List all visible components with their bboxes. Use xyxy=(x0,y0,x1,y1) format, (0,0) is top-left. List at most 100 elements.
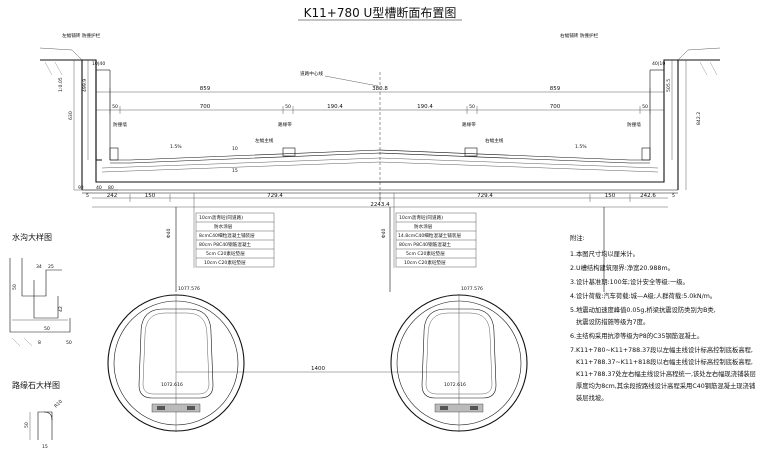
road-center-leader xyxy=(324,75,379,87)
notes-block: 附注: 1.本图尺寸均以厘米计。 2.U槽结构建筑限界:净宽20.988m。 3… xyxy=(570,233,756,402)
dim-150-right: 150 xyxy=(605,193,616,199)
left-curb-label: 路缘带 xyxy=(278,121,292,128)
elev-bottom-right: 1072.616 xyxy=(444,382,466,388)
dim-630: 630 xyxy=(68,111,74,120)
pave-left-2: 8cmC40细粒混凝土铺装层 xyxy=(199,232,255,239)
vertical-dims-right: 505.5 842.2 xyxy=(666,60,702,190)
pile-left-label: Φ40 xyxy=(166,228,172,238)
pave-left-4: 5cm C20素砼垫层 xyxy=(206,250,245,257)
tunnel-left xyxy=(107,294,245,432)
dim-total: 2243.4 xyxy=(370,202,390,208)
drain-dim-42: 42 xyxy=(58,306,64,312)
pavement-table-right: 10cm沥青砼(同道路) 防水涂层 14.8cmC40细粒混凝土铺装层 80cm… xyxy=(393,193,477,268)
note-4: 4.设计荷载:汽车荷载:城—A级;人群荷载:5.0kN/m。 xyxy=(570,291,716,300)
drain-dim-34: 34 xyxy=(36,264,42,270)
dim-859-left: 859 xyxy=(200,86,211,92)
note-7: 7.K11+780~K11+788.37段以左幅主线设计标高控制底板高程, xyxy=(570,345,753,354)
dim-top-right: 40|10 xyxy=(652,61,665,67)
tunnel-gap-label: 1400 xyxy=(311,366,325,372)
dim-top-left: 10|40 xyxy=(92,61,105,67)
elev-top-left: 1077.576 xyxy=(178,286,200,292)
elev-top-right: 1077.576 xyxy=(461,286,483,292)
left-barrier-label: 防撞墙 xyxy=(113,121,127,128)
dim-242-6: 242.6 xyxy=(640,193,656,199)
pave-right-1: 防水涂层 xyxy=(414,223,433,230)
pave-right-4: 5cm C20素砼垫层 xyxy=(406,250,445,257)
dim-15: 15 xyxy=(232,168,238,174)
left-mainline-label: 左幅主线 xyxy=(255,137,274,144)
pave-left-5: 10cm C20素砼垫层 xyxy=(204,259,246,266)
dim-40: 40 xyxy=(96,185,102,191)
vertical-dims-left: 1:0.05 499.9 630 xyxy=(58,60,89,190)
pave-right-5: 10cm C20素砼垫层 xyxy=(404,259,446,266)
note-7e: 装层找坡。 xyxy=(576,393,607,402)
pave-left-1: 防水涂层 xyxy=(214,223,233,230)
drain-detail: 水沟大样图 34 25 50 42 50 50 8 xyxy=(9,232,72,347)
drain-dim-8: 8 xyxy=(38,340,41,346)
drain-dim-50c: 50 xyxy=(66,340,72,346)
dim-ratio-left: 1:0.05 xyxy=(58,77,64,92)
slope-right-label: 1.5% xyxy=(575,144,587,150)
note-5: 5.地震动加速度峰值0.05g,桥梁抗震设防类别为B类, xyxy=(570,305,716,314)
pave-left-0: 10cm沥青砼(同道路) xyxy=(199,214,243,221)
dim-729-right: 729.4 xyxy=(477,193,493,199)
right-barrier-label: 防撞墙 xyxy=(627,121,641,128)
drain-detail-title: 水沟大样图 xyxy=(12,232,52,242)
dim-5-right: 5 xyxy=(672,193,675,199)
dim-50b: 50 xyxy=(285,104,291,110)
drawing-title: K11+780 U型槽断面布置图 xyxy=(304,5,457,20)
pave-right-2: 14.8cmC40细粒混凝土铺装层 xyxy=(398,232,461,239)
left-fence-label: 左幅铺砖 防撞护栏 xyxy=(62,32,101,39)
notes-heading: 附注: xyxy=(570,233,585,242)
note-1: 1.本图尺寸均以厘米计。 xyxy=(570,249,639,258)
dim-380: 380.8 xyxy=(372,86,388,92)
dim-700-left: 700 xyxy=(200,104,211,110)
dim-92: 92 xyxy=(78,185,84,191)
upper-dimension-rows xyxy=(96,88,664,114)
pave-right-0: 10cm沥青砼(同道路) xyxy=(399,214,443,221)
dim-5-left: 5 xyxy=(86,193,89,199)
elev-bottom-left: 1072.616 xyxy=(161,382,183,388)
note-7c: K11+788.37处左右幅主线设计高程统一,该处左右幅现浇铺装层 xyxy=(576,369,756,378)
drain-dim-50a: 50 xyxy=(12,284,18,290)
pave-right-3: 80cm P8C40钢筋混凝土 xyxy=(399,241,451,248)
dim-50d: 50 xyxy=(642,104,648,110)
dim-729-left: 729.4 xyxy=(267,193,283,199)
note-3: 3.设计基准期:100年;设计安全等级:一级。 xyxy=(570,277,689,286)
dim-190-right: 190.4 xyxy=(417,104,433,110)
right-fence-label: 右幅铺砖 防撞护栏 xyxy=(560,32,599,39)
curb-dim-50: 50 xyxy=(24,422,30,428)
dim-242: 242 xyxy=(107,193,118,199)
note-7d: 厚度均为8cm,其余段按路线设计高程采用C40钢筋混凝土现浇铺 xyxy=(576,381,755,390)
slope-left-label: 1.5% xyxy=(170,144,182,150)
curb-dim-r10: R10 xyxy=(53,399,64,410)
dim-80: 80 xyxy=(108,185,114,191)
dim-859-right: 859 xyxy=(550,86,561,92)
drain-dim-50b: 50 xyxy=(44,326,50,332)
curb-detail-title: 路缘石大样图 xyxy=(12,380,60,390)
dim-50c: 50 xyxy=(469,104,475,110)
curb-dim-15: 15 xyxy=(42,444,48,450)
tunnel-right xyxy=(390,294,528,432)
road-center-label: 道路中心线 xyxy=(300,70,323,77)
bottom-dimension-rows xyxy=(74,189,668,208)
curb-detail: 路缘石大样图 R10 50 15 xyxy=(12,380,64,450)
dim-150-left: 150 xyxy=(145,193,156,199)
pile-right-label: Φ40 xyxy=(381,228,387,238)
pavement-table-left: 10cm沥青砼(同道路) 防水涂层 8cmC40细粒混凝土铺装层 80cm P8… xyxy=(193,193,275,268)
dim-700-right: 700 xyxy=(550,104,561,110)
drain-dim-25: 25 xyxy=(48,264,54,270)
dim-50a: 50 xyxy=(112,104,118,110)
note-2: 2.U槽结构建筑限界:净宽20.988m。 xyxy=(570,263,674,272)
note-6: 6.主结构采用抗渗等级为P8的C35钢筋混凝土。 xyxy=(570,331,703,340)
dim-499: 499.9 xyxy=(82,79,88,92)
note-5b: 抗震设防措施等级为7度。 xyxy=(576,317,649,326)
dim-842: 842.2 xyxy=(696,112,702,125)
u-trough-structure xyxy=(39,47,721,194)
dim-505: 505.5 xyxy=(666,79,672,92)
dim-190-left: 190.4 xyxy=(327,104,343,110)
right-mainline-label: 右幅主线 xyxy=(485,137,504,144)
right-curb-label: 路缘带 xyxy=(462,121,476,128)
dim-10: 10 xyxy=(232,146,238,152)
